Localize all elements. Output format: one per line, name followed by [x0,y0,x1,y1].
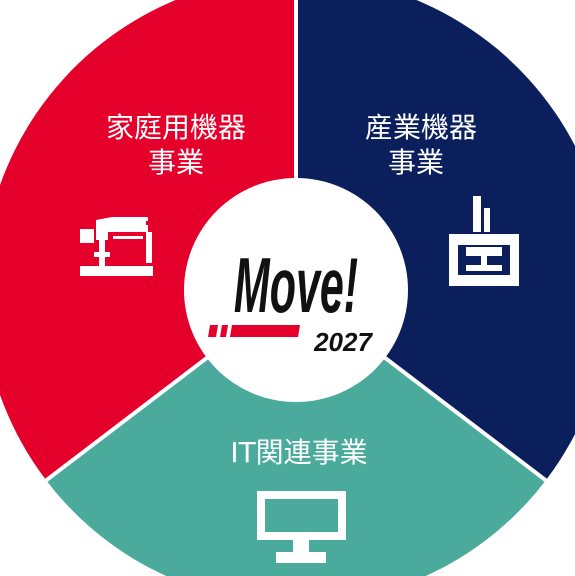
logo-circle [184,178,408,402]
label-it: IT関連事業 [230,436,367,469]
label-home-line2: 事業 [148,146,204,179]
logo-word: Move! [234,243,358,330]
sewing-machine-icon [80,217,153,276]
industrial-robot-icon [449,196,519,286]
logo-year: 2027 [313,327,373,357]
label-home-line1: 家庭用機器 [106,111,246,144]
segment-industrial-equipment [296,0,575,481]
logo-stripe [230,325,300,337]
logo-stripe [208,325,218,337]
computer-monitor-icon [257,491,346,563]
label-industrial-line1: 産業機器 [365,111,477,144]
segment-it-business [46,290,546,576]
label-industrial-line2: 事業 [388,146,444,179]
move-logo: Move! 2027 [208,243,373,357]
logo-stripe [220,325,228,337]
